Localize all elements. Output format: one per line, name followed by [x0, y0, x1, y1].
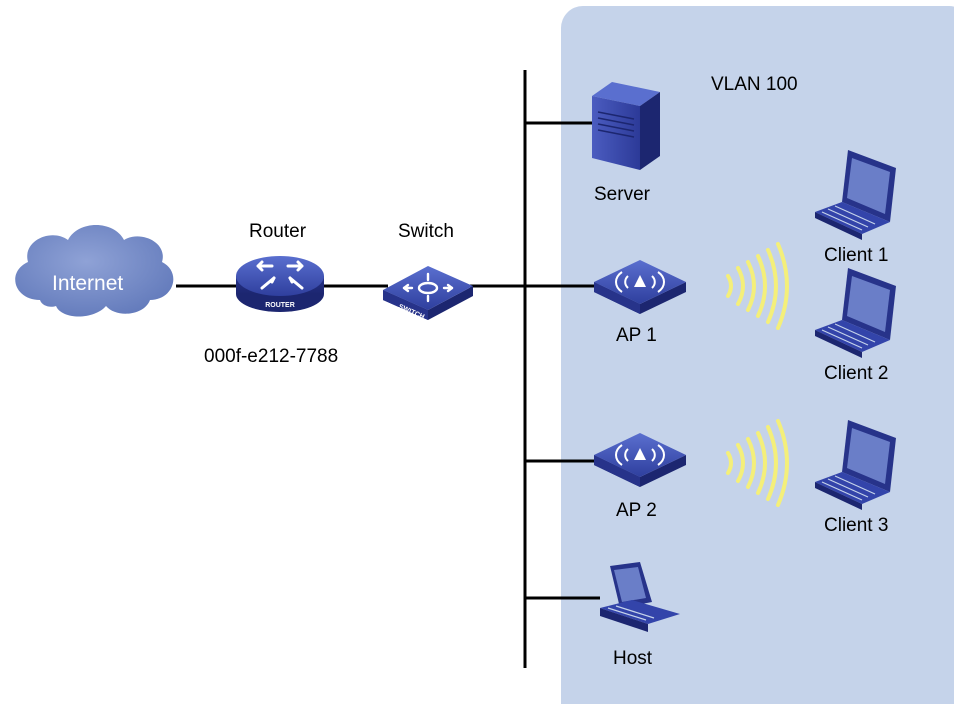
wireless-signal-2-icon — [726, 419, 789, 507]
router-mac-address: 000f-e212-7788 — [204, 346, 338, 367]
host-desktop-icon — [600, 562, 680, 632]
client-1-label: Client 1 — [824, 245, 888, 266]
host-label: Host — [613, 648, 653, 669]
access-point-2-icon — [594, 433, 686, 487]
server-icon — [592, 82, 660, 170]
client-3-laptop-icon — [815, 420, 896, 510]
internet-label: Internet — [52, 272, 123, 295]
router-icon: ROUTER — [236, 256, 324, 312]
ap2-label: AP 2 — [616, 500, 657, 521]
client-3-label: Client 3 — [824, 515, 888, 536]
switch-label: Switch — [398, 221, 454, 242]
vlan-label: VLAN 100 — [711, 74, 798, 95]
switch-icon: SWITCH — [383, 266, 473, 321]
router-label: Router — [249, 221, 307, 242]
client-1-laptop-icon — [815, 150, 896, 240]
client-2-label: Client 2 — [824, 363, 888, 384]
router-badge: ROUTER — [265, 302, 295, 309]
client-2-laptop-icon — [815, 268, 896, 358]
connection-lines — [176, 70, 600, 668]
server-label: Server — [594, 184, 651, 205]
ap1-label: AP 1 — [616, 325, 657, 346]
wireless-signal-1-icon — [726, 242, 789, 330]
internet-cloud-icon: Internet — [15, 225, 174, 317]
access-point-1-icon — [594, 260, 686, 314]
